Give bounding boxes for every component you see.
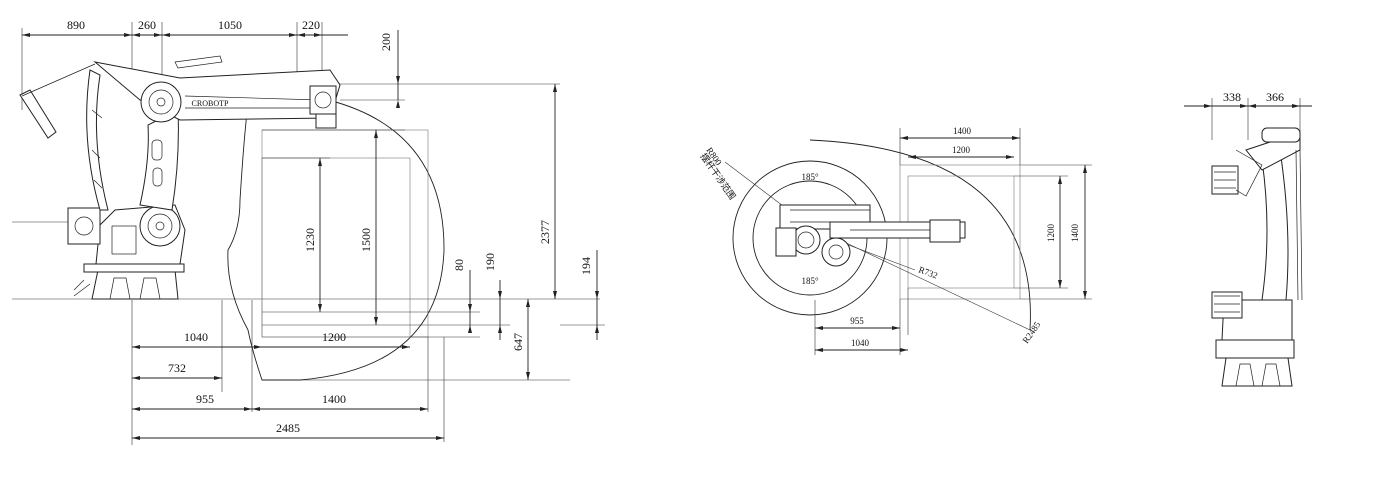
- dim-1500: 1500: [359, 228, 373, 252]
- top-dim-955: 955: [850, 316, 864, 326]
- front-view: 338 366: [1184, 90, 1312, 387]
- angle-bottom: 185°: [801, 276, 819, 286]
- dim-2485: 2485: [276, 421, 300, 435]
- dim-2377: 2377: [538, 220, 552, 244]
- front-dim-366: 366: [1266, 90, 1284, 104]
- reach-arc: [809, 139, 1031, 331]
- side-view: 890 260 1050 220 200 1230 1500 80 190: [12, 18, 605, 445]
- dim-732: 732: [168, 361, 186, 375]
- top-dim-1040: 1040: [851, 338, 870, 348]
- dim-194: 194: [579, 257, 593, 275]
- dim-1050: 1050: [218, 18, 242, 32]
- dim-1040: 1040: [184, 330, 208, 344]
- dim-955: 955: [196, 392, 214, 406]
- top-dim-h1400: 1400: [1070, 224, 1080, 243]
- top-view: 1400 1200 1200 1400 185° 185° R732 R2485…: [698, 126, 1092, 355]
- dim-1200: 1200: [322, 330, 346, 344]
- radius-r2485: R2485: [1020, 319, 1042, 345]
- robot-front: [1211, 127, 1303, 387]
- top-dim-1200: 1200: [952, 145, 971, 155]
- dim-1230: 1230: [303, 228, 317, 252]
- dim-890: 890: [67, 18, 85, 32]
- dim-647: 647: [511, 333, 525, 351]
- dim-220: 220: [302, 18, 320, 32]
- pallet-outer: [261, 129, 429, 338]
- dim-190: 190: [483, 253, 497, 271]
- angle-top: 185°: [801, 172, 819, 182]
- dim-1400: 1400: [322, 392, 346, 406]
- top-dim-1400: 1400: [953, 126, 972, 136]
- robot-side: CROBOTP: [19, 55, 341, 300]
- work-envelope-side: [227, 89, 445, 381]
- dim-80: 80: [452, 259, 466, 271]
- dim-200: 200: [379, 33, 393, 51]
- top-dim-h1200: 1200: [1046, 224, 1056, 243]
- robot-top: [775, 204, 966, 267]
- robot-logo: CROBOTP: [192, 99, 229, 108]
- pallet-inner: [261, 157, 411, 338]
- front-dim-338: 338: [1223, 90, 1241, 104]
- dim-260: 260: [138, 18, 156, 32]
